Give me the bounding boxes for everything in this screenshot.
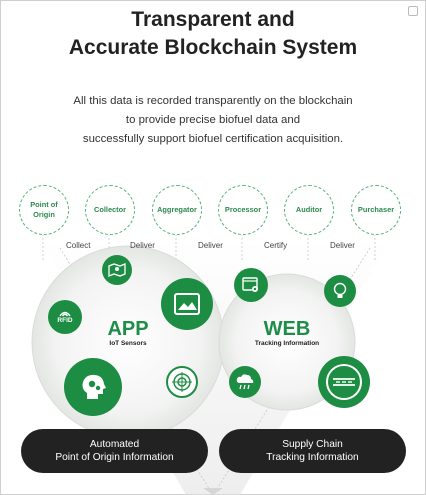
web-title: WEB bbox=[263, 318, 311, 340]
action-label: Deliver bbox=[130, 241, 155, 250]
description-line-3: successfully support biofuel certificati… bbox=[82, 133, 344, 145]
rfid-label: RFID bbox=[57, 317, 73, 324]
role-label: Processor bbox=[224, 205, 262, 214]
page-title: Transparent and Accurate Blockchain Syst… bbox=[0, 6, 426, 62]
role-collector: Collector bbox=[85, 185, 135, 235]
web-subtitle: Tracking Information bbox=[254, 340, 320, 347]
cloud-rain-icon bbox=[229, 366, 261, 398]
role-label: Purchaser bbox=[357, 205, 395, 214]
rfid-icon: RFID bbox=[48, 300, 82, 334]
title-line-2: Accurate Blockchain System bbox=[68, 36, 358, 59]
bottom-arrow bbox=[203, 488, 223, 495]
title-line-1: Transparent and bbox=[131, 8, 295, 31]
app-title: APP bbox=[107, 318, 149, 340]
pill-line: Tracking Information bbox=[266, 452, 359, 463]
action-label: Collect bbox=[66, 241, 91, 250]
pill-line: Point of Origin Information bbox=[55, 452, 174, 463]
action-label: Deliver bbox=[198, 241, 223, 250]
point-of-origin-info-pill: Automated Point of Origin Information bbox=[21, 429, 208, 473]
image-frame-icon bbox=[161, 278, 213, 330]
lightbulb-icon bbox=[324, 275, 356, 307]
role-aggregator: Aggregator bbox=[152, 185, 202, 235]
role-label: Aggregator bbox=[157, 205, 197, 214]
pill-line: Automated bbox=[89, 439, 140, 450]
app-label: APP IoT Sensors bbox=[90, 318, 166, 347]
description: All this data is recorded transparently … bbox=[0, 92, 426, 149]
web-label: WEB Tracking Information bbox=[243, 318, 331, 347]
window-corner-icon bbox=[408, 6, 418, 16]
role-auditor: Auditor bbox=[284, 185, 334, 235]
map-icon bbox=[102, 255, 132, 285]
pill-line: Supply Chain bbox=[282, 439, 343, 450]
role-processor: Processor bbox=[218, 185, 268, 235]
supply-chain-info-pill: Supply Chain Tracking Information bbox=[219, 429, 406, 473]
action-label: Deliver bbox=[330, 241, 355, 250]
description-line-1: All this data is recorded transparently … bbox=[73, 95, 353, 107]
app-subtitle: IoT Sensors bbox=[109, 340, 147, 347]
target-icon bbox=[166, 366, 198, 398]
action-label: Certify bbox=[264, 241, 288, 250]
role-purchaser: Purchaser bbox=[351, 185, 401, 235]
role-label: Collector bbox=[93, 205, 127, 214]
role-label: Origin bbox=[33, 210, 55, 219]
role-label: Point of bbox=[30, 200, 58, 209]
browser-settings-icon bbox=[234, 268, 268, 302]
road-icon bbox=[318, 356, 370, 408]
head-gears-icon bbox=[64, 358, 122, 416]
role-label: Auditor bbox=[295, 205, 323, 214]
description-line-2: to provide precise biofuel data and bbox=[125, 114, 301, 126]
